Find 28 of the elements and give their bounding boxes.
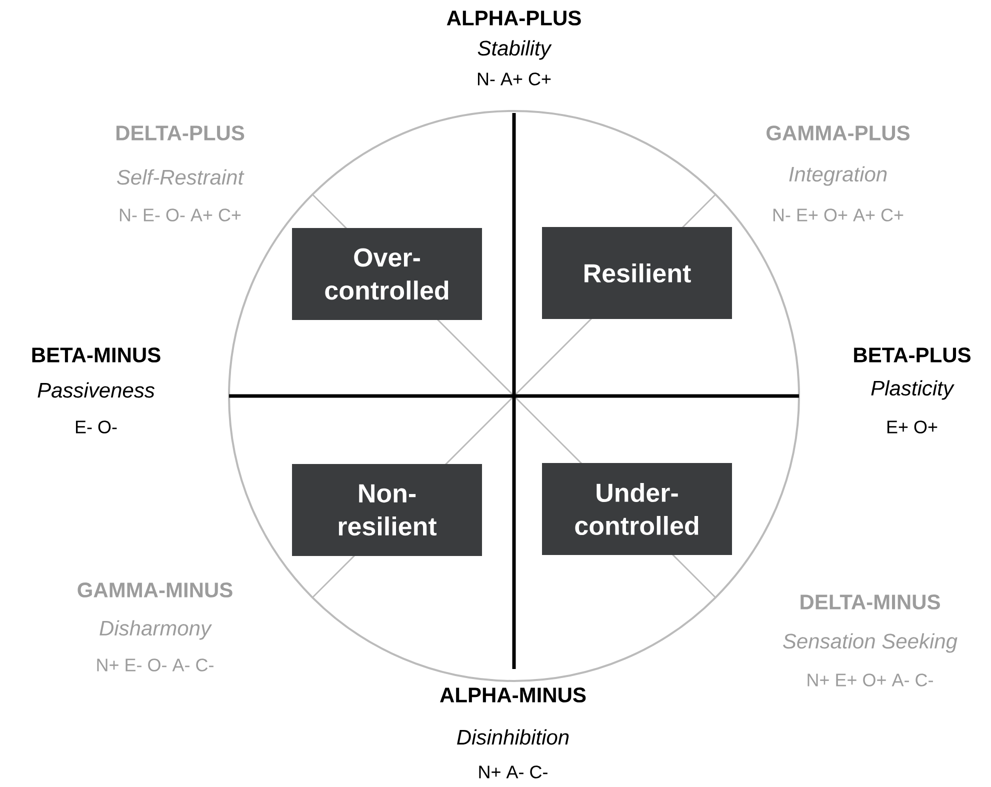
trait-codes: N+ E- O- A- C- xyxy=(97,658,214,672)
type-heading: GAMMA-PLUS xyxy=(766,126,910,140)
type-heading: BETA-PLUS xyxy=(854,348,970,362)
type-subtitle: Sensation Seeking xyxy=(783,633,958,653)
type-subtitle: Plasticity xyxy=(871,380,954,400)
type-heading: ALPHA-MINUS xyxy=(440,688,586,702)
type-box: Resilient xyxy=(542,227,732,319)
trait-codes: N- A+ C+ xyxy=(478,72,551,86)
trait-codes: N- E+ O+ A+ C+ xyxy=(773,208,904,222)
trait-codes: E+ O+ xyxy=(887,420,938,434)
type-heading: ALPHA-PLUS xyxy=(446,10,581,26)
type-subtitle: Integration xyxy=(789,166,887,186)
trait-codes: E- O- xyxy=(76,420,117,434)
type-subtitle: Disinhibition xyxy=(457,729,569,745)
type-heading: DELTA-MINUS xyxy=(800,594,940,610)
trait-codes: N+ E+ O+ A- C- xyxy=(808,674,933,686)
type-heading: BETA-MINUS xyxy=(32,348,160,362)
type-box: Non- resilient xyxy=(292,464,482,556)
type-subtitle: Stability xyxy=(478,40,552,60)
type-box: Under- controlled xyxy=(542,463,732,555)
type-box: Over- controlled xyxy=(292,228,482,320)
trait-codes: N+ A- C- xyxy=(479,766,548,778)
type-subtitle: Self-Restraint xyxy=(117,169,244,185)
type-heading: DELTA-PLUS xyxy=(116,126,244,140)
type-subtitle: Disharmony xyxy=(100,620,212,640)
type-heading: GAMMA-MINUS xyxy=(78,582,232,598)
type-subtitle: Passiveness xyxy=(38,382,154,398)
trait-codes: N- E- O- A+ C+ xyxy=(120,208,241,222)
